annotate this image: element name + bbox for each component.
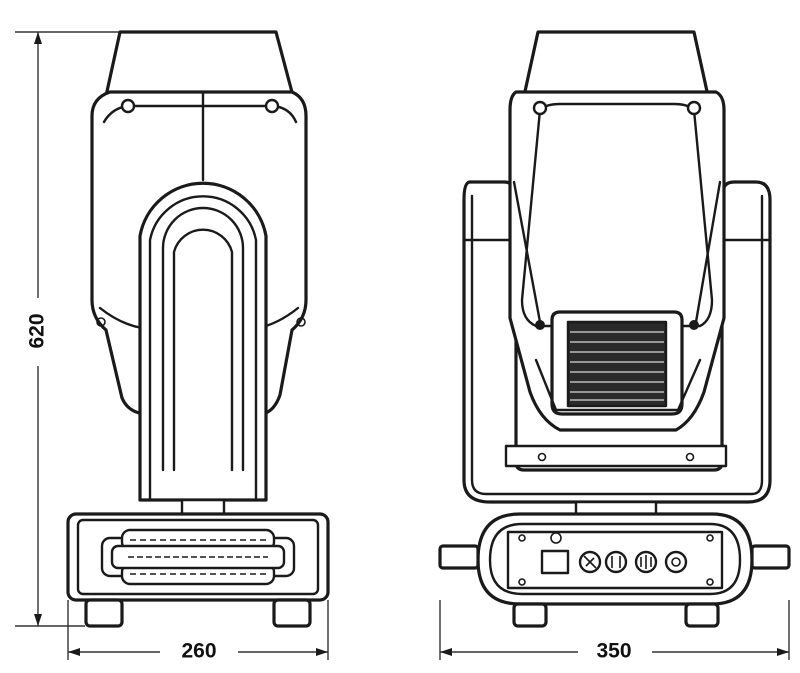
front-connector-panel — [518, 532, 714, 586]
side-yoke-arm — [138, 181, 268, 502]
side-width-dimension: 260 — [67, 600, 329, 663]
front-lens-housing — [522, 30, 710, 98]
height-dimension: 620 — [15, 31, 120, 627]
front-width-dimension-label: 350 — [596, 640, 631, 663]
power-switch-icon — [540, 549, 570, 575]
power-out-connector-icon — [604, 550, 628, 574]
side-lens-housing — [104, 30, 295, 98]
front-handle-left — [438, 544, 480, 570]
side-foot-left — [84, 598, 124, 628]
side-width-dimension-label: 260 — [181, 640, 216, 663]
front-width-dimension: 350 — [439, 600, 790, 663]
side-view — [66, 30, 330, 628]
front-display-panel — [534, 310, 702, 416]
side-base-handle — [100, 528, 296, 586]
front-foot-left — [512, 602, 548, 628]
front-handle-right — [750, 544, 791, 570]
side-foot-right — [272, 598, 312, 628]
dmx-out-connector-icon — [664, 550, 688, 574]
front-foot-right — [684, 602, 720, 628]
front-view — [438, 30, 791, 628]
height-dimension-label: 620 — [26, 313, 49, 348]
